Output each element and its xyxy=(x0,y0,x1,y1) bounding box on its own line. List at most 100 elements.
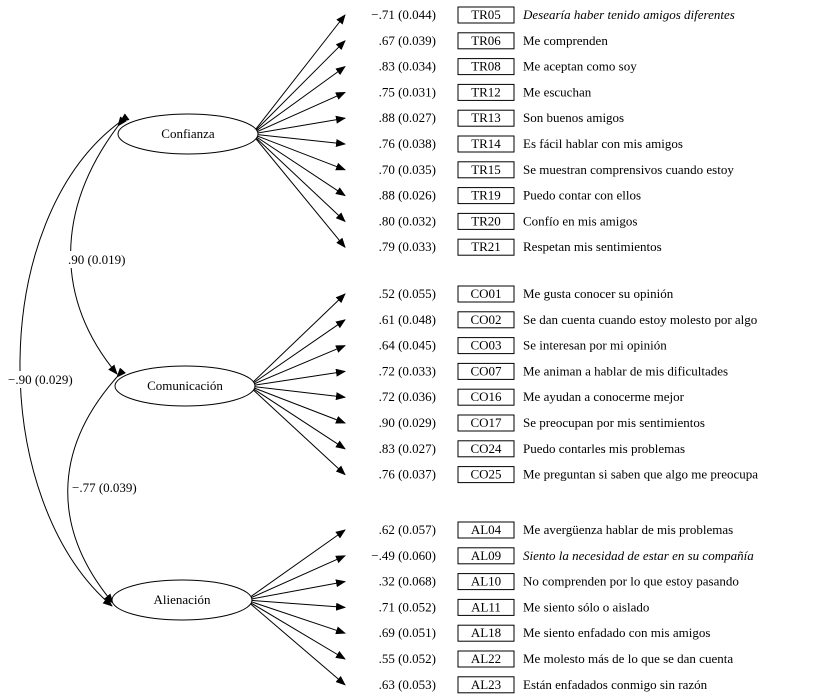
item-text-tr06: Me comprenden xyxy=(523,33,608,48)
loading-arrow-tr21 xyxy=(251,133,346,248)
item-text-al09: Siento la necesidad de estar en su compa… xyxy=(523,548,754,563)
loading-arrow-tr20 xyxy=(251,133,346,223)
correlation-label-confianza-alienacion: −.90 (0.029) xyxy=(8,372,73,387)
loading-coef-co24: .83 (0.027) xyxy=(379,441,436,456)
loading-arrow-co16 xyxy=(248,385,346,401)
item-box-tr19 xyxy=(457,187,515,205)
item-code-tr05: TR05 xyxy=(471,7,501,22)
correlation-label-backdrop xyxy=(6,371,75,388)
item-text-tr08: Me aceptan como soy xyxy=(523,59,637,74)
item-code-al18: AL18 xyxy=(471,625,501,640)
factor-label-alienacion: Alienación xyxy=(153,592,211,607)
item-box-co03 xyxy=(457,337,515,355)
loading-coef-co01: .52 (0.055) xyxy=(379,286,436,301)
loading-arrow-co02 xyxy=(248,319,346,387)
loading-arrow-co17 xyxy=(248,385,346,424)
item-box-co16 xyxy=(457,388,515,406)
loading-coef-al09: −.49 (0.060) xyxy=(371,548,436,563)
loading-coef-tr14: .76 (0.038) xyxy=(379,136,436,151)
loading-coef-tr08: .83 (0.034) xyxy=(379,59,436,74)
item-code-co16: CO16 xyxy=(470,389,502,404)
item-code-tr13: TR13 xyxy=(471,110,501,125)
item-code-tr15: TR15 xyxy=(471,162,501,177)
item-code-tr20: TR20 xyxy=(471,213,501,228)
item-code-al09: AL09 xyxy=(471,548,501,563)
item-code-co07: CO07 xyxy=(470,363,502,378)
item-code-tr21: TR21 xyxy=(471,239,501,254)
item-text-al10: No comprenden por lo que estoy pasando xyxy=(523,574,739,589)
item-text-al22: Me molesto más de lo que se dan cuenta xyxy=(523,651,733,666)
factor-label-confianza: Confianza xyxy=(161,126,215,141)
loading-arrow-co07 xyxy=(248,368,346,387)
item-box-al11 xyxy=(457,598,515,616)
loading-arrow-tr08 xyxy=(251,66,346,135)
item-text-al04: Me avergüenza hablar de mis problemas xyxy=(523,522,733,537)
correlation-arrow-comunicacion-alienacion xyxy=(67,367,126,604)
correlation-label-comunicacion-alienacion: −.77 (0.039) xyxy=(72,480,137,495)
loading-arrow-co25 xyxy=(248,385,346,476)
loading-coef-al18: .69 (0.051) xyxy=(379,625,436,640)
correlation-label-confianza-comunicacion: .90 (0.019) xyxy=(68,252,125,267)
loading-coef-al23: .63 (0.053) xyxy=(379,677,436,692)
item-text-tr05: Desearía haber tenido amigos diferentes xyxy=(522,7,735,22)
item-text-co03: Se interesan por mi opinión xyxy=(523,338,667,353)
item-box-al23 xyxy=(457,676,515,694)
loading-coef-al22: .55 (0.052) xyxy=(379,651,436,666)
item-box-co25 xyxy=(457,466,515,484)
item-box-tr06 xyxy=(457,32,515,50)
item-text-co02: Se dan cuenta cuando estoy molesto por a… xyxy=(523,312,757,327)
item-code-al04: AL04 xyxy=(471,522,502,537)
item-box-al10 xyxy=(457,573,515,591)
item-code-co03: CO03 xyxy=(470,338,501,353)
item-box-tr05 xyxy=(457,6,515,24)
loading-arrow-al10 xyxy=(245,579,346,601)
factor-ellipse-alienacion xyxy=(111,579,253,621)
item-box-al18 xyxy=(457,624,515,642)
loading-coef-tr12: .75 (0.031) xyxy=(379,84,436,99)
item-box-co01 xyxy=(457,285,515,303)
loading-coef-co02: .61 (0.048) xyxy=(379,312,436,327)
item-code-tr08: TR08 xyxy=(471,59,501,74)
loading-arrow-co03 xyxy=(248,345,346,387)
item-text-co07: Me animan a hablar de mis dificultades xyxy=(523,363,728,378)
item-box-tr13 xyxy=(457,109,515,127)
loading-arrow-al04 xyxy=(245,529,346,601)
item-text-al23: Están enfadados conmigo sin razón xyxy=(523,677,708,692)
loading-arrow-tr13 xyxy=(251,115,346,135)
item-code-tr19: TR19 xyxy=(471,188,501,203)
loading-coef-co16: .72 (0.036) xyxy=(379,389,436,404)
loading-arrow-tr05 xyxy=(251,14,346,135)
loading-arrow-al23 xyxy=(245,599,346,686)
correlation-arrow-confianza-comunicacion xyxy=(70,116,127,375)
item-code-co24: CO24 xyxy=(470,441,502,456)
loading-coef-tr06: .67 (0.039) xyxy=(379,33,436,48)
item-code-al11: AL11 xyxy=(471,599,501,614)
item-box-tr15 xyxy=(457,161,515,179)
loading-coef-al10: .32 (0.068) xyxy=(379,574,436,589)
item-code-tr14: TR14 xyxy=(471,136,501,151)
loading-arrow-al09 xyxy=(245,555,346,601)
loading-coef-co25: .76 (0.037) xyxy=(379,467,436,482)
item-text-co17: Se preocupan por mis sentimientos xyxy=(523,415,705,430)
item-box-tr14 xyxy=(457,135,515,153)
item-box-al22 xyxy=(457,650,515,668)
item-code-co25: CO25 xyxy=(470,467,501,482)
loading-coef-co17: .90 (0.029) xyxy=(379,415,436,430)
loading-arrow-al18 xyxy=(245,599,346,635)
factor-ellipse-confianza xyxy=(117,113,259,155)
item-text-co16: Me ayudan a conocerme mejor xyxy=(523,389,685,404)
loading-arrow-co01 xyxy=(248,293,346,387)
item-text-co25: Me preguntan si saben que algo me preocu… xyxy=(523,467,758,482)
correlation-arrow-confianza-alienacion xyxy=(19,113,130,607)
item-text-al18: Me siento enfadado con mis amigos xyxy=(523,625,710,640)
loading-coef-co03: .64 (0.045) xyxy=(379,338,436,353)
item-text-tr13: Son buenos amigos xyxy=(523,110,624,125)
loading-coef-tr15: .70 (0.035) xyxy=(379,162,436,177)
item-code-al10: AL10 xyxy=(471,574,501,589)
correlation-label-backdrop xyxy=(66,251,128,268)
correlation-label-backdrop xyxy=(70,479,139,496)
item-text-co01: Me gusta conocer su opinión xyxy=(523,286,674,301)
loading-coef-tr05: −.71 (0.044) xyxy=(371,7,436,22)
factor-ellipse-comunicacion xyxy=(114,365,256,407)
